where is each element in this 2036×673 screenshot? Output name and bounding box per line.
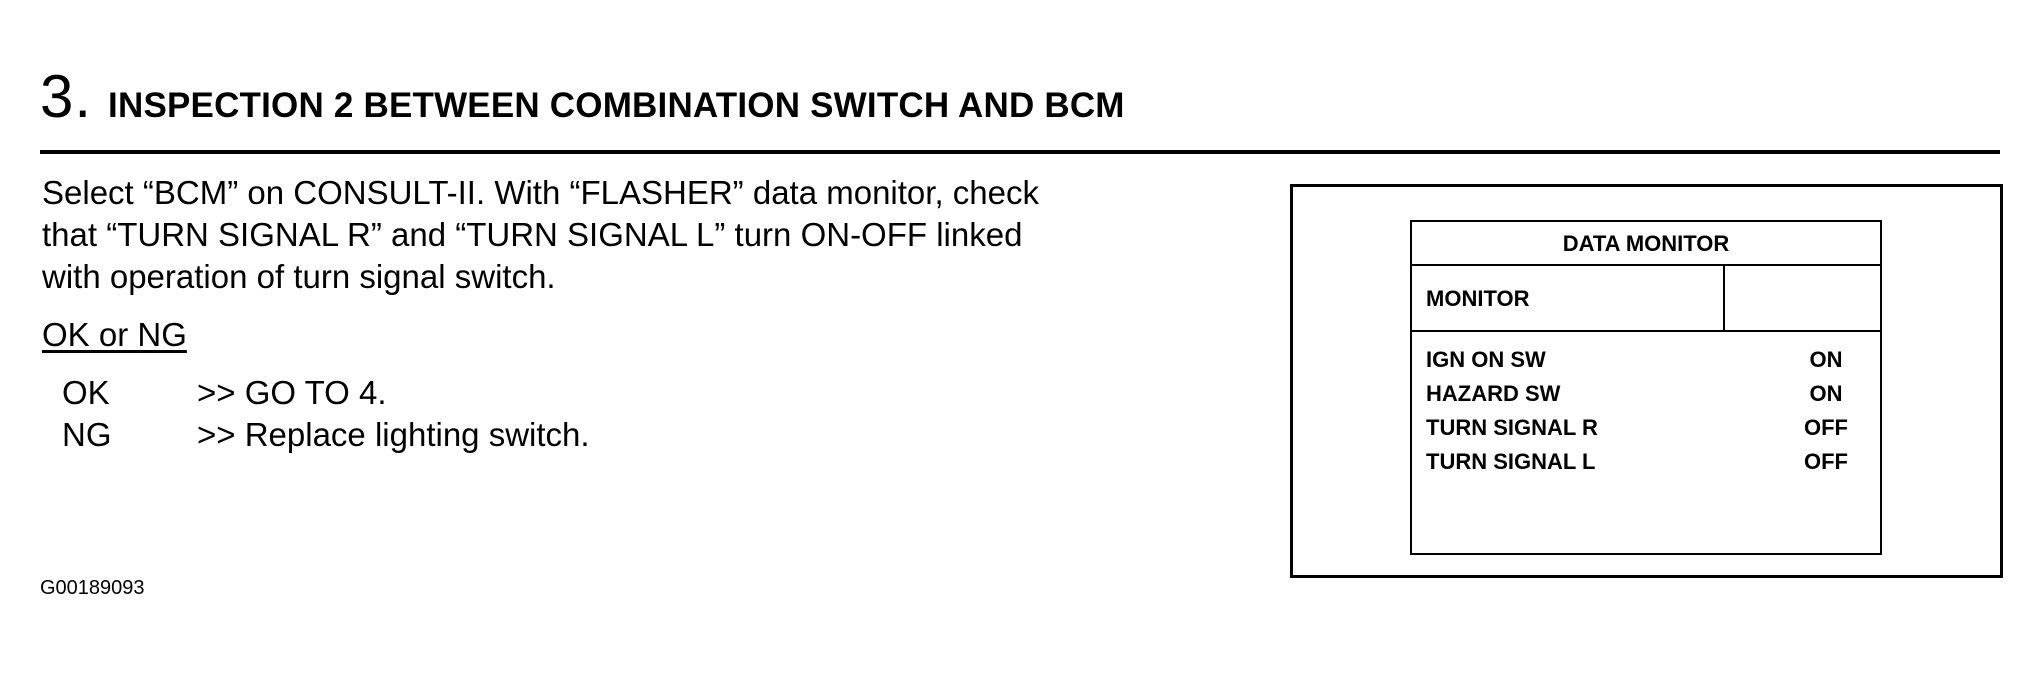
heading-divider: [40, 150, 2000, 154]
result-ng-code: NG: [62, 416, 112, 453]
monitor-item-value: ON: [1809, 381, 1843, 406]
result-ok-row: OK >> GO TO 4.: [62, 372, 387, 414]
result-heading: OK or NG: [42, 316, 187, 353]
section-heading: 3. INSPECTION 2 BETWEEN COMBINATION SWIT…: [40, 62, 1125, 132]
monitor-column-label: MONITOR: [1412, 266, 1725, 332]
monitor-item-name: TURN SIGNAL R: [1426, 415, 1598, 440]
result-ng-row: NG >> Replace lighting switch.: [62, 414, 590, 456]
monitor-item-list: IGN ON SW ON HAZARD SW ON TURN SIGNAL R …: [1426, 343, 1856, 479]
data-monitor-figure: DATA MONITOR MONITOR IGN ON SW ON HAZARD…: [1290, 184, 2003, 578]
instruction-line: Select “BCM” on CONSULT-II. With “FLASHE…: [42, 174, 1039, 211]
monitor-item-row: IGN ON SW ON: [1426, 343, 1856, 377]
monitor-item-name: IGN ON SW: [1426, 347, 1546, 372]
monitor-item-value: OFF: [1804, 449, 1848, 474]
instruction-text: Select “BCM” on CONSULT-II. With “FLASHE…: [42, 172, 1272, 298]
monitor-item-row: TURN SIGNAL L OFF: [1426, 445, 1856, 479]
data-monitor-screen: DATA MONITOR MONITOR IGN ON SW ON HAZARD…: [1410, 220, 1882, 555]
monitor-item-row: TURN SIGNAL R OFF: [1426, 411, 1856, 445]
instruction-line: with operation of turn signal switch.: [42, 258, 556, 295]
monitor-item-value: ON: [1809, 347, 1843, 372]
monitor-item-value: OFF: [1804, 415, 1848, 440]
section-title: INSPECTION 2 BETWEEN COMBINATION SWITCH …: [108, 86, 1125, 125]
result-ok-code: OK: [62, 374, 110, 411]
data-monitor-title: DATA MONITOR: [1412, 222, 1880, 266]
monitor-item-name: HAZARD SW: [1426, 381, 1561, 406]
step-number: 3.: [40, 63, 93, 130]
instruction-line: that “TURN SIGNAL R” and “TURN SIGNAL L”…: [42, 216, 1023, 253]
result-ok-action: >> GO TO 4.: [197, 374, 387, 411]
monitor-item-row: HAZARD SW ON: [1426, 377, 1856, 411]
figure-id: G00189093: [40, 577, 145, 599]
monitor-column-blank: [1725, 266, 1880, 332]
result-ng-action: >> Replace lighting switch.: [197, 416, 590, 453]
monitor-item-name: TURN SIGNAL L: [1426, 449, 1596, 474]
